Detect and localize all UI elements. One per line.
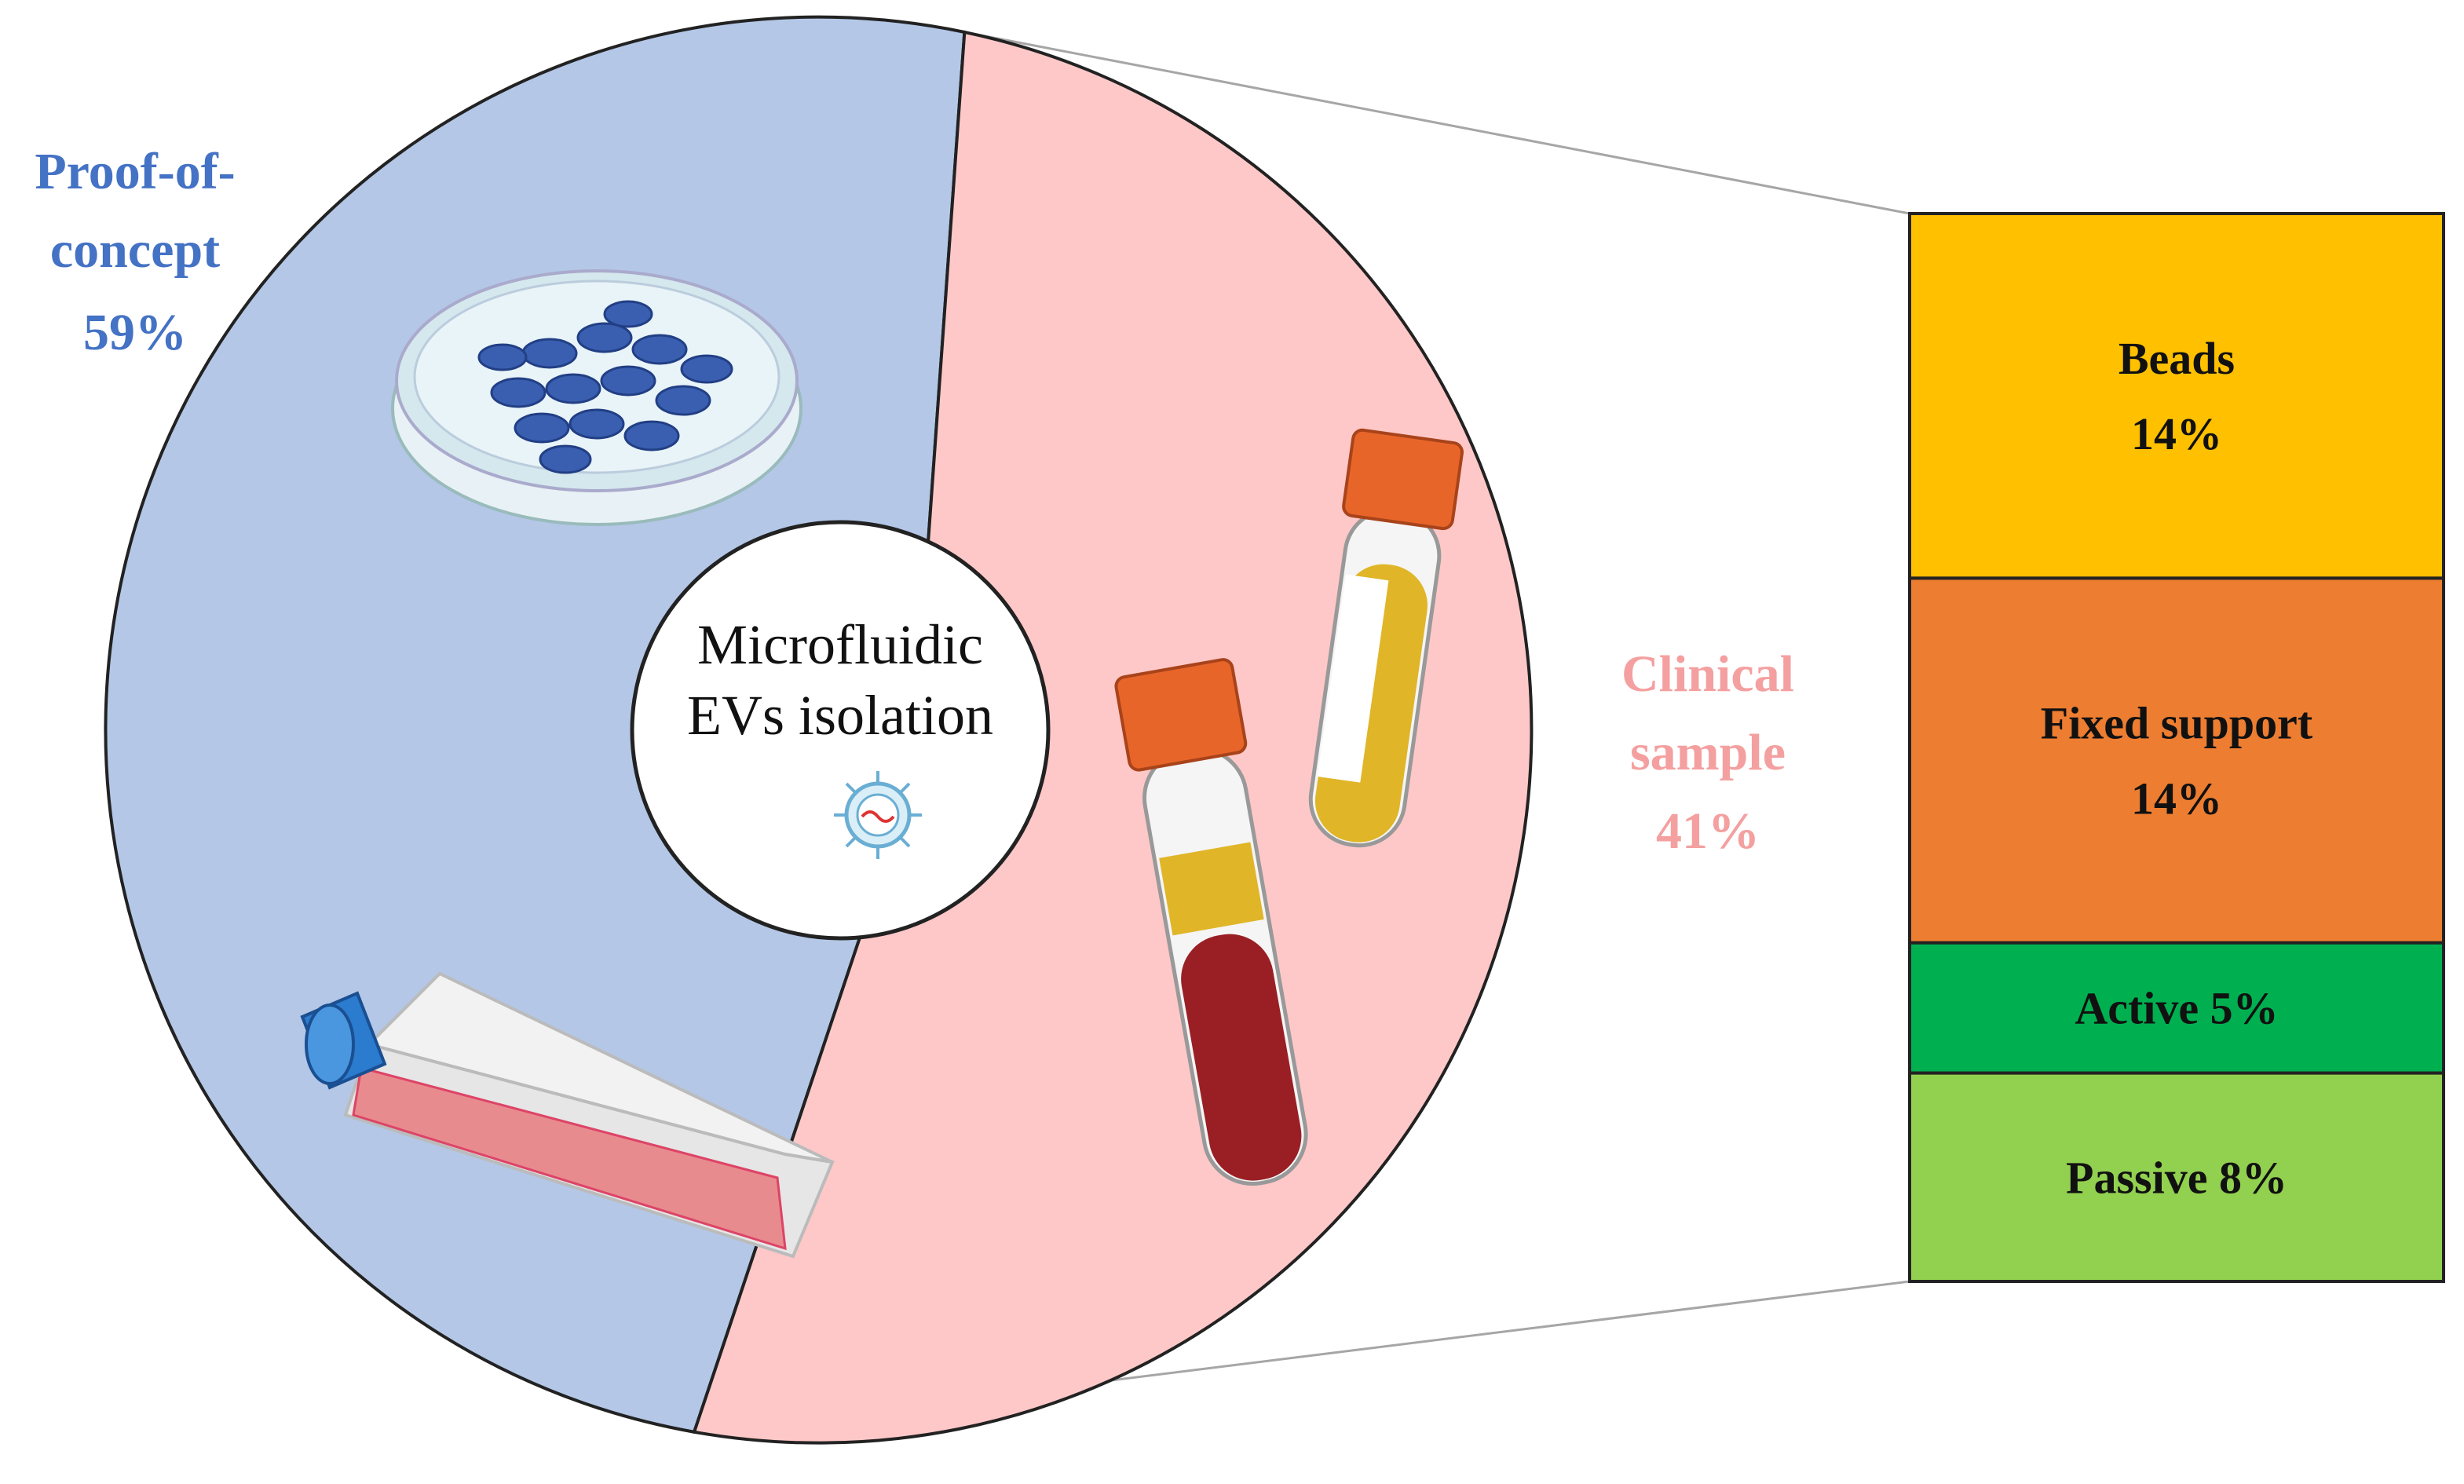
pie-label-clinical-sample-line-2: sample	[1630, 724, 1786, 781]
cell-culture-flask-icon	[300, 971, 835, 1259]
pie-label-proof-of-concept-value: 59%	[83, 304, 187, 361]
urine-tube-icon	[1308, 428, 1464, 848]
bar-label-0-line-1: Beads	[2119, 333, 2235, 384]
bar-label-2-line-1: Active 5%	[2075, 983, 2278, 1034]
bar-label-3-line-1: Passive 8%	[2066, 1152, 2287, 1203]
pie-label-clinical-sample: Clinical sample 41%	[1621, 645, 1794, 860]
bar-label-0-line-2: 14%	[2131, 408, 2222, 459]
bar-segment-active-5	[1908, 941, 2445, 1075]
center-label-line-2: EVs isolation	[687, 684, 993, 747]
blood-tube-icon	[1114, 658, 1308, 1186]
bar-segment-beads	[1908, 212, 2445, 580]
stacked-bar-chart: Beads 14% Fixed support 14% Active 5% Passive…	[1908, 212, 2445, 1283]
pie-label-proof-of-concept: Proof-of- concept 59%	[35, 143, 235, 361]
center-label-line-1: Microfluidic	[697, 613, 983, 676]
bar-segment-passive-8	[1908, 1071, 2445, 1283]
petri-dish-icon	[391, 269, 802, 526]
flask-cap-icon	[300, 991, 387, 1090]
pie-label-proof-of-concept-line-2: concept	[50, 221, 220, 279]
extracellular-vesicle-icon	[834, 771, 922, 859]
bar-label-1-line-2: 14%	[2131, 773, 2222, 824]
pie-label-proof-of-concept-line-1: Proof-of-	[35, 143, 235, 200]
connector-line-top	[964, 31, 1910, 215]
pie-label-clinical-sample-value: 41%	[1656, 802, 1760, 860]
pie-slice-clinical-sample	[692, 30, 1534, 1445]
bar-segment-fixed-support	[1908, 576, 2445, 945]
bar-label-1-line-1: Fixed support	[2041, 698, 2313, 749]
center-circle	[630, 520, 1051, 941]
pie-label-clinical-sample-line-1: Clinical	[1621, 645, 1794, 703]
center-label-group: Microfluidic EVs isolation	[630, 520, 1051, 941]
